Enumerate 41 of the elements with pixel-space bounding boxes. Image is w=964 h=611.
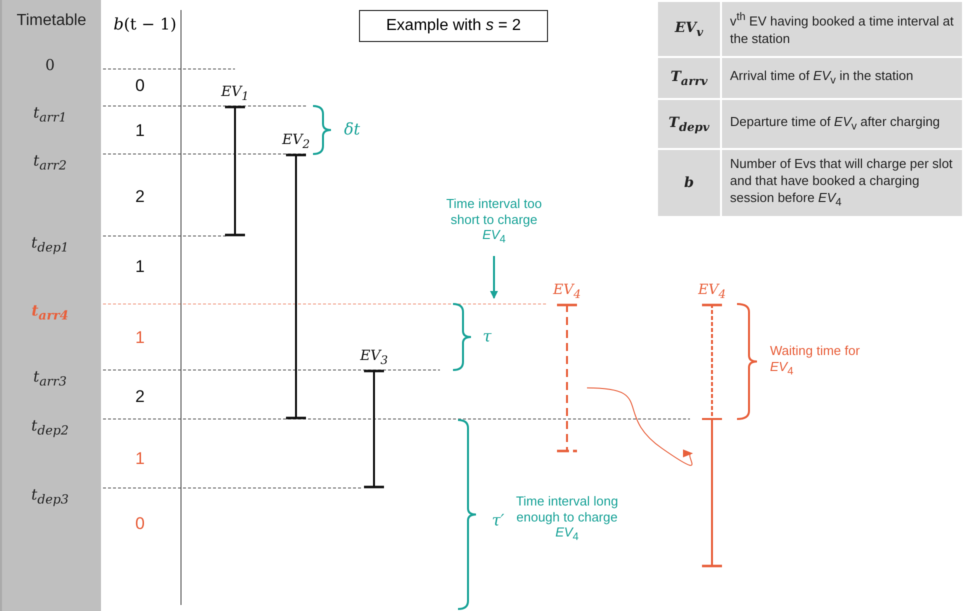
interval-label: EV$_{4}$ <box>552 281 582 303</box>
slot-count: 2 <box>135 187 145 207</box>
time-label: 0 <box>45 56 55 74</box>
brace-label: τ <box>482 326 492 346</box>
time-label: t$_{arr3}$ <box>33 368 67 388</box>
annotation-text: Time interval long enough to charge EV$_{4}$ <box>515 494 619 544</box>
symbol-cell: b <box>657 149 721 217</box>
slot-count: 1 <box>135 328 145 348</box>
definition-cell: Number of Evs that will charge per slot and that have booked a charging session before EV$_{4}$ <box>721 149 963 217</box>
timetable-band <box>0 0 101 611</box>
slot-count: 0 <box>135 514 145 534</box>
definition-cell: Departure time of EV$_{v}$ after charging <box>721 99 963 149</box>
example-caption-box: Example with s = 2 <box>359 10 548 42</box>
time-label: t$_{arr2}$ <box>33 152 67 172</box>
time-label: t$_{dep2}$ <box>31 416 69 438</box>
slot-count: 1 <box>135 257 145 277</box>
annotation-text: Time interval too short to charge EV$_{4}$ <box>446 196 542 252</box>
brace-label: δt <box>344 120 360 138</box>
time-label: t$_{arr1}$ <box>33 104 67 124</box>
column-heading: b(t − 1) <box>114 14 176 34</box>
interval-label: EV$_{1}$ <box>220 83 250 105</box>
interval-label: EV$_{2}$ <box>281 131 311 153</box>
symbol-cell: T$_{depv}$ <box>657 99 721 149</box>
definition-cell: v$^{th}$ EV having booked a time interval at the station <box>721 1 963 57</box>
arrow <box>490 256 498 299</box>
slot-count: 1 <box>135 449 145 469</box>
slot-count: 1 <box>135 121 145 141</box>
definition-cell: Arrival time of EV$_{v}$ in the station <box>721 57 963 99</box>
slot-count: 0 <box>135 76 145 96</box>
curved-arrow <box>586 387 693 466</box>
brace-label: τ′ <box>492 510 504 530</box>
interval-label: EV$_{3}$ <box>359 347 389 369</box>
symbol-cell: T$_{arrv}$ <box>657 57 721 99</box>
slot-count: 2 <box>135 387 145 407</box>
time-label: t$_{dep1}$ <box>31 234 69 254</box>
time-label: t$_{arr4}$ <box>32 302 68 322</box>
annotation-text: Waiting time for EV$_{4}$ <box>770 343 861 378</box>
interval-label: EV$_{4}$ <box>697 281 727 303</box>
symbol-cell: EV$_{v}$ <box>657 1 721 57</box>
time-label: t$_{dep3}$ <box>31 486 69 506</box>
column-heading: Timetable <box>16 12 88 30</box>
